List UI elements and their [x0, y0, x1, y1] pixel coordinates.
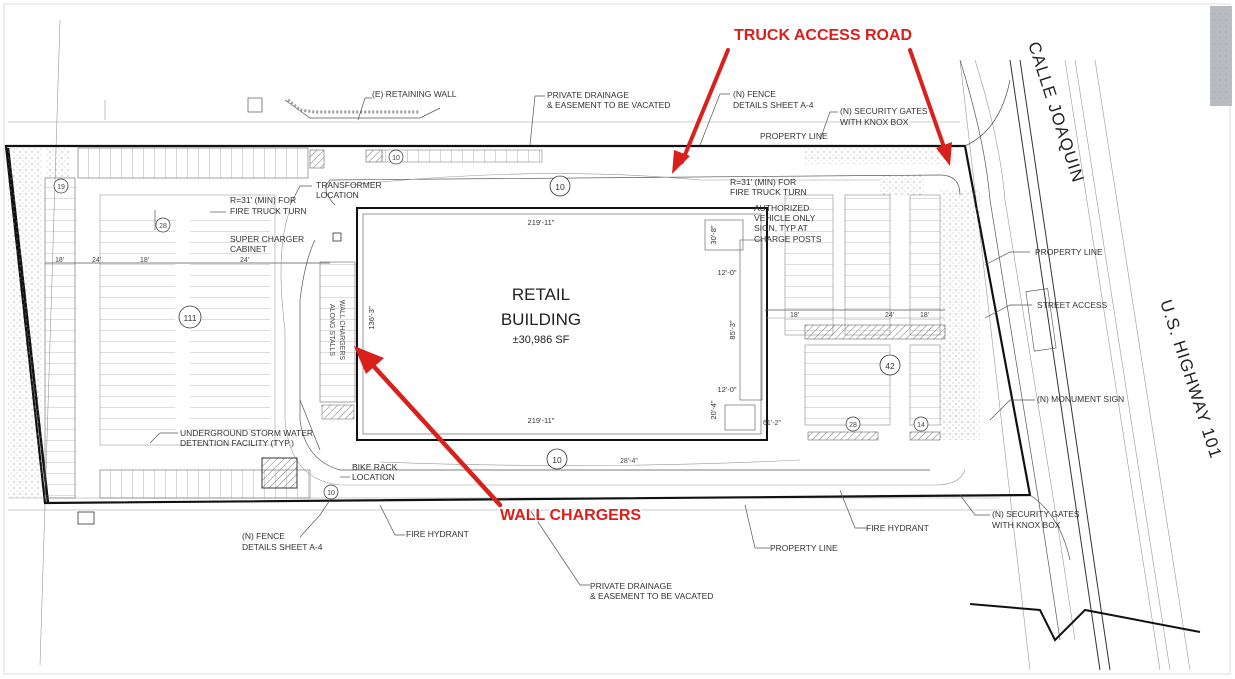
- stall-count-row-c: 28: [849, 422, 857, 429]
- stall-count-right: 42: [885, 361, 895, 371]
- label-bike-1: BIKE RACK: [352, 462, 398, 472]
- label-street-access: STREET ACCESS: [1037, 300, 1108, 310]
- wall-charger-stalls: [319, 232, 356, 420]
- retail-building: [356, 207, 768, 441]
- east-frontage: [959, 59, 1201, 671]
- label-fire-hydrant-left: FIRE HYDRANT: [406, 529, 469, 539]
- left-parking-field: [44, 177, 330, 499]
- label-fence-bottom-1: (N) FENCE: [242, 531, 285, 541]
- label-storm-1: UNDERGROUND STORM WATER: [180, 428, 313, 438]
- drive-aisles: [280, 173, 966, 486]
- leader-lines: [149, 93, 1035, 586]
- dim-left: 136'-3": [367, 306, 376, 330]
- label-fire-turn-left-2: FIRE TRUCK TURN: [230, 206, 307, 216]
- label-fence-top-1: (N) FENCE: [733, 89, 776, 99]
- label-property-line-right: PROPERTY LINE: [1035, 247, 1103, 257]
- dim-12-bottom: 12'-0": [717, 385, 736, 394]
- building-name-line2: BUILDING: [501, 310, 581, 329]
- dim-28: 28'-4": [620, 458, 638, 465]
- stall-count-row-a: 19: [57, 184, 65, 191]
- label-drainage-top-1: PRIVATE DRAINAGE: [547, 90, 629, 100]
- label-supercharger-1: SUPER CHARGER: [230, 234, 304, 244]
- label-fire-hydrant-right: FIRE HYDRANT: [866, 523, 929, 533]
- stall-count-small-a: 10: [392, 155, 400, 162]
- callout-arrows: [354, 48, 952, 508]
- callout-wall-chargers: WALL CHARGERS: [500, 507, 641, 524]
- label-security-top-2: WITH KNOX BOX: [840, 117, 909, 127]
- dim-18b: 18': [140, 257, 149, 264]
- stall-count-left: 111: [184, 313, 197, 323]
- dim-18a: 18': [55, 257, 64, 264]
- stalls-top-row: [77, 147, 309, 179]
- label-security-bottom-2: WITH KNOX BOX: [992, 520, 1061, 530]
- building-name-line1: RETAIL: [512, 285, 570, 304]
- label-drainage-bottom-1: PRIVATE DRAINAGE: [590, 581, 672, 591]
- label-transformer-2: LOCATION: [316, 190, 359, 200]
- callout-truck-access-road: TRUCK ACCESS ROAD: [734, 27, 912, 44]
- label-fence-top-2: DETAILS SHEET A-4: [733, 100, 814, 110]
- dim-bottom: 219'-11": [528, 416, 555, 425]
- retaining-wall: [104, 97, 441, 120]
- dim-24b: 24': [240, 257, 249, 264]
- dim-18d: 18': [920, 312, 929, 319]
- label-property-line-top: PROPERTY LINE: [760, 131, 828, 141]
- background-lines: [8, 19, 1031, 671]
- dim-top: 219'-11": [528, 218, 555, 227]
- stall-count-row-b: 28: [159, 223, 167, 230]
- label-authorized-4: CHARGE POSTS: [754, 234, 822, 244]
- dim-61: 61'-2": [763, 420, 781, 427]
- label-drainage-top-2: & EASEMENT TO BE VACATED: [547, 100, 670, 110]
- dim-right-bottom: 20'-4": [709, 400, 718, 419]
- label-transformer-1: TRANSFORMER: [316, 180, 382, 190]
- dim-right: 85'-3": [728, 320, 737, 339]
- label-drainage-bottom-2: & EASEMENT TO BE VACATED: [590, 591, 713, 601]
- label-monument-sign: (N) MONUMENT SIGN: [1037, 394, 1124, 404]
- dim-24a: 24': [92, 257, 101, 264]
- label-bike-2: LOCATION: [352, 472, 395, 482]
- storm-detention-equipment: [77, 399, 321, 525]
- label-retaining-wall: (E) RETAINING WALL: [372, 89, 457, 99]
- dim-12-top: 12'-0": [717, 268, 736, 277]
- stall-count-bottom-aisle: 10: [552, 455, 562, 465]
- right-parking-field: [765, 194, 946, 441]
- dim-18c: 18': [790, 312, 799, 319]
- annotation-labels: (E) RETAINING WALL PRIVATE DRAINAGE & EA…: [180, 89, 1124, 601]
- stall-count-top-aisle: 10: [555, 182, 565, 192]
- label-property-line-bottom: PROPERTY LINE: [770, 543, 838, 553]
- label-supercharger-2: CABINET: [230, 244, 267, 254]
- landscape-areas: [8, 148, 980, 498]
- stall-count-small-b: 10: [327, 490, 335, 497]
- dim-right-top: 30'-8": [709, 225, 718, 244]
- dim-24c: 24': [885, 312, 894, 319]
- building-area: ±30,986 SF: [513, 334, 570, 346]
- stall-count-row-d: 14: [917, 422, 925, 429]
- label-wall-chargers-note-2: ALONG STALLS: [328, 304, 335, 356]
- label-fire-turn-left-1: R=31' (MIN) FOR: [230, 195, 296, 205]
- label-fire-turn-right-1: R=31' (MIN) FOR: [730, 177, 796, 187]
- label-fire-turn-right-2: FIRE TRUCK TURN: [730, 187, 807, 197]
- label-storm-2: DETENTION FACILITY (TYP.): [180, 438, 294, 448]
- label-security-bottom-1: (N) SECURITY GATES: [992, 509, 1080, 519]
- stall-count-markers: 111 42 10 10 19 28 28 14 10 10: [53, 149, 929, 500]
- label-security-top-1: (N) SECURITY GATES: [840, 106, 928, 116]
- label-authorized-1: AUTHORIZED: [754, 203, 809, 213]
- label-fence-bottom-2: DETAILS SHEET A-4: [242, 542, 323, 552]
- label-authorized-3: SIGN, TYP AT: [754, 223, 808, 233]
- label-wall-chargers-note-1: WALL CHARGERS: [338, 300, 345, 360]
- label-authorized-2: VEHICLE ONLY: [754, 213, 816, 223]
